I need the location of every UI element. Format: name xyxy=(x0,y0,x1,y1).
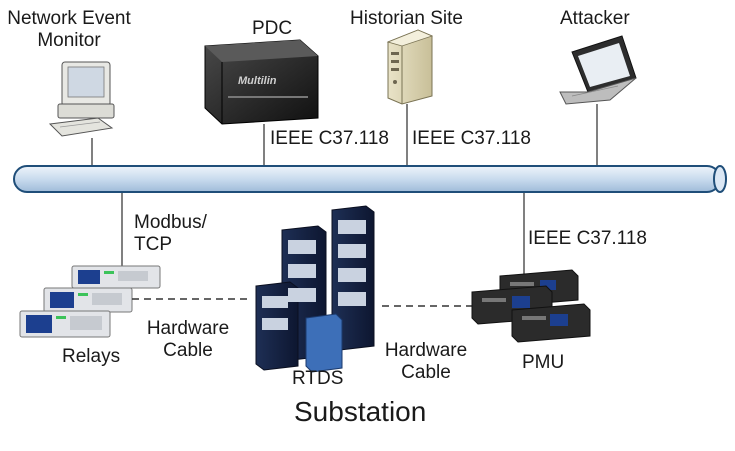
network-bus xyxy=(13,165,727,193)
relay-protocol-line1: Modbus/ xyxy=(134,212,207,233)
substation-label: Substation xyxy=(294,396,427,427)
rtds-racks xyxy=(255,205,375,373)
relays-label: Relays xyxy=(62,346,121,367)
cable-left-line2: Cable xyxy=(163,340,213,361)
bus-drop-lines xyxy=(91,104,598,275)
rtds-label: RTDS xyxy=(292,368,344,389)
historian-protocol-label: IEEE C37.118 xyxy=(412,128,532,149)
server-icon xyxy=(386,29,434,105)
pmu-label: PMU xyxy=(522,352,565,373)
pdc-label: PDC xyxy=(252,18,293,39)
attacker-label: Attacker xyxy=(560,8,630,29)
relay-protocol-line2: TCP xyxy=(134,234,172,255)
relay-devices xyxy=(19,265,161,338)
pmu-protocol-label: IEEE C37.118 xyxy=(528,228,648,249)
hardware-cable-left-label: Hardware Cable xyxy=(138,318,238,362)
historian-label: Historian Site xyxy=(350,8,463,29)
pdc-icon: Multilin xyxy=(204,39,319,125)
cable-right-line1: Hardware xyxy=(384,340,468,361)
cable-left-line1: Hardware xyxy=(146,318,230,339)
monitor-label-line2: Monitor xyxy=(37,30,101,51)
network-event-monitor-label: Network Event Monitor xyxy=(4,8,134,52)
relay-protocol-label: Modbus/ TCP xyxy=(134,212,207,256)
relay-unit xyxy=(71,265,161,289)
pdc-brand-text: Multilin xyxy=(238,75,277,87)
laptop-icon xyxy=(559,35,637,105)
monitor-label-line1: Network Event xyxy=(7,8,131,29)
pdc-protocol-label: IEEE C37.118 xyxy=(270,128,390,149)
pmu-unit xyxy=(511,303,591,343)
cable-right-line2: Cable xyxy=(401,362,451,383)
relay-unit xyxy=(19,310,111,338)
relay-unit xyxy=(43,287,133,313)
pmu-devices xyxy=(471,269,591,343)
hardware-cable-right-label: Hardware Cable xyxy=(376,340,476,384)
computer-icon xyxy=(48,61,115,137)
